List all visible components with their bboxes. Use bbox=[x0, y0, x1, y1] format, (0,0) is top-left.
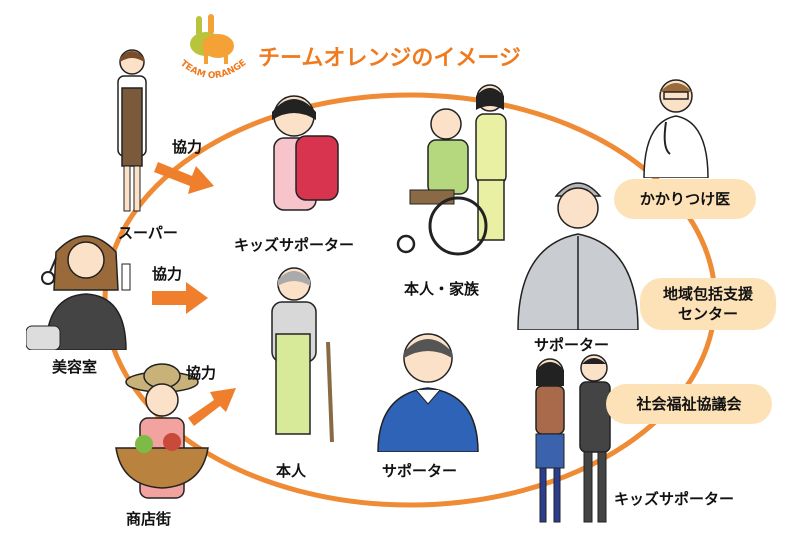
scissors-icon bbox=[41, 271, 55, 285]
logo-text: TEAM ORANGE bbox=[178, 58, 248, 81]
org-social-welfare-council: 社会福祉協議会 bbox=[606, 384, 772, 424]
member-label-kids-bottom: キッズサポーター bbox=[614, 490, 735, 508]
cooperation-arrows bbox=[152, 162, 236, 426]
member-label-supporter: サポーター bbox=[382, 462, 458, 480]
hair-salon-figure bbox=[26, 235, 131, 350]
arrow-salon bbox=[152, 282, 208, 314]
partner-label-shopping-street: 商店街 bbox=[126, 510, 172, 528]
org-family-doctor: かかりつけ医 bbox=[614, 179, 756, 219]
cane-icon bbox=[326, 341, 334, 443]
member-label-family: 本人・家族 bbox=[404, 280, 480, 298]
kids-supporter-girl-figure bbox=[272, 95, 339, 211]
cooperation-label-salon: 協力 bbox=[152, 265, 183, 283]
stethoscope-icon bbox=[663, 121, 671, 155]
arrow-shopping-street bbox=[188, 388, 236, 426]
member-label-worker: サポーター bbox=[534, 336, 610, 354]
arrow-supermarket bbox=[154, 162, 214, 194]
senior-supporter-figure bbox=[377, 333, 479, 452]
worker-supporter-figure bbox=[517, 182, 639, 330]
member-label-kids-top: キッズサポーター bbox=[234, 236, 355, 254]
cooperation-label-supermarket: 協力 bbox=[172, 138, 203, 156]
shopping-street-figure bbox=[115, 363, 209, 499]
member-label-person: 本人 bbox=[276, 462, 307, 480]
comb-icon bbox=[121, 263, 131, 291]
partner-label-salon: 美容室 bbox=[52, 358, 98, 376]
cooperation-label-shopping-street: 協力 bbox=[186, 364, 217, 382]
kids-supporter-students-figure bbox=[535, 354, 611, 523]
doctor-figure bbox=[643, 79, 709, 178]
school-bag-icon bbox=[295, 135, 339, 201]
partner-label-supermarket: スーパー bbox=[118, 224, 178, 242]
org-community-center: 地域包括支援 センター bbox=[640, 278, 776, 330]
donkey-icon: TEAM ORANGE bbox=[178, 14, 248, 81]
elderly-person-figure bbox=[271, 267, 334, 443]
svg-text:TEAM ORANGE: TEAM ORANGE bbox=[178, 58, 248, 81]
wheelchair-family-figure bbox=[396, 84, 507, 256]
basket-icon bbox=[115, 447, 209, 489]
page-title: チームオレンジのイメージ bbox=[258, 46, 521, 71]
supermarket-clerk-figure bbox=[117, 49, 147, 212]
